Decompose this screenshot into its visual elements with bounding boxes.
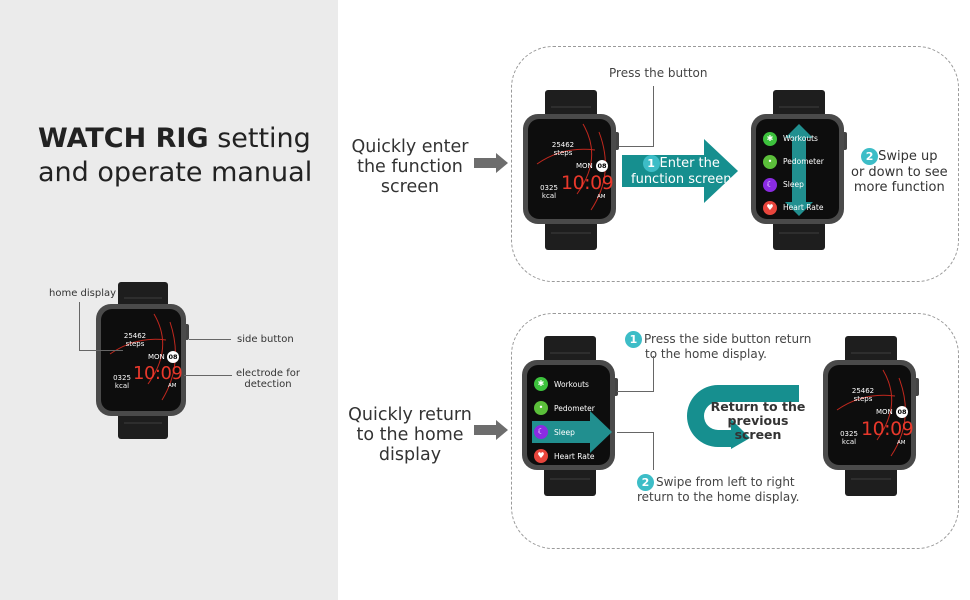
s2-ampm: AM xyxy=(897,440,906,446)
return-uturn-arrow xyxy=(687,385,799,449)
side-button-leader xyxy=(189,339,231,340)
diagram-day: MON xyxy=(148,353,165,361)
s1-menu-item-pedometer[interactable]: • Pedometer xyxy=(763,150,824,173)
s1-ampm: AM xyxy=(597,194,606,200)
diagram-date: 08 xyxy=(167,351,179,363)
s2-menu-list: ✱ Workouts • Pedometer ☾ Sleep ♥ Heart R… xyxy=(534,372,595,468)
step2-badge: 2 xyxy=(861,148,879,165)
moon-icon: ☾ xyxy=(763,177,777,192)
s1-menu-item-heart-rate[interactable]: ♥ Heart Rate xyxy=(763,196,824,219)
home-display-leader-v xyxy=(79,302,80,350)
s2-day: MON xyxy=(876,408,893,416)
section2-gray-arrow xyxy=(474,420,508,440)
s1-time: 10:09 xyxy=(561,172,614,194)
s1-day: MON xyxy=(576,162,593,170)
s2-date: 08 xyxy=(896,406,908,418)
s2-step2-badge: 2 xyxy=(637,474,654,491)
home-display-label: home display xyxy=(49,288,117,299)
heart-icon: ♥ xyxy=(534,449,548,463)
s2-menu-item-workouts[interactable]: ✱ Workouts xyxy=(534,372,595,396)
title-rest: setting xyxy=(208,123,311,154)
moon-icon: ☾ xyxy=(534,425,548,439)
press-button-caption: Press the button xyxy=(609,66,708,80)
s2-menu-item-sleep[interactable]: ☾ Sleep xyxy=(534,420,595,444)
home-display-leader-h xyxy=(79,350,123,351)
manual-title: WATCH RIG setting and operate manual xyxy=(38,122,312,190)
section1-menu-watch: ✱ Workouts • Pedometer ☾ Sleep ♥ Heart R… xyxy=(751,90,849,250)
title-bold: WATCH RIG xyxy=(38,123,209,154)
heart-icon: ♥ xyxy=(763,200,777,215)
swipe-leader-v xyxy=(653,432,654,470)
press-leader-v xyxy=(653,86,654,146)
footprints-icon: • xyxy=(534,401,548,415)
section2-menu-watch: ✱ Workouts • Pedometer ☾ Sleep ♥ Heart R… xyxy=(522,336,620,496)
title-line2: and operate manual xyxy=(38,157,313,188)
s2-step1-badge: 1 xyxy=(625,331,642,348)
diagram-ampm: AM xyxy=(168,383,177,389)
running-icon: ✱ xyxy=(763,131,777,146)
step1-badge: 1 xyxy=(642,155,660,172)
s1-menu-item-workouts[interactable]: ✱ Workouts xyxy=(763,127,824,150)
section1-gray-arrow xyxy=(474,153,508,173)
s2-menu-item-heart-rate[interactable]: ♥ Heart Rate xyxy=(534,444,595,468)
press-side-leader-v xyxy=(653,356,654,391)
press-leader-h xyxy=(617,146,654,147)
s2-time: 10:09 xyxy=(861,418,914,440)
section2-box xyxy=(511,313,959,549)
electrode-leader xyxy=(184,375,232,376)
side-button-label: side button xyxy=(237,334,294,345)
diagram-time: 10:09 xyxy=(133,363,183,384)
s1-date: 08 xyxy=(596,160,608,172)
section1-box xyxy=(511,46,959,282)
swipe-leader-h xyxy=(617,432,654,433)
press-side-leader-h xyxy=(617,391,654,392)
s1-menu-item-sleep[interactable]: ☾ Sleep xyxy=(763,173,824,196)
left-panel xyxy=(0,0,338,600)
s1-menu-list: ✱ Workouts • Pedometer ☾ Sleep ♥ Heart R… xyxy=(763,127,824,219)
running-icon: ✱ xyxy=(534,377,548,391)
s2-menu-item-pedometer[interactable]: • Pedometer xyxy=(534,396,595,420)
footprints-icon: • xyxy=(763,154,777,169)
